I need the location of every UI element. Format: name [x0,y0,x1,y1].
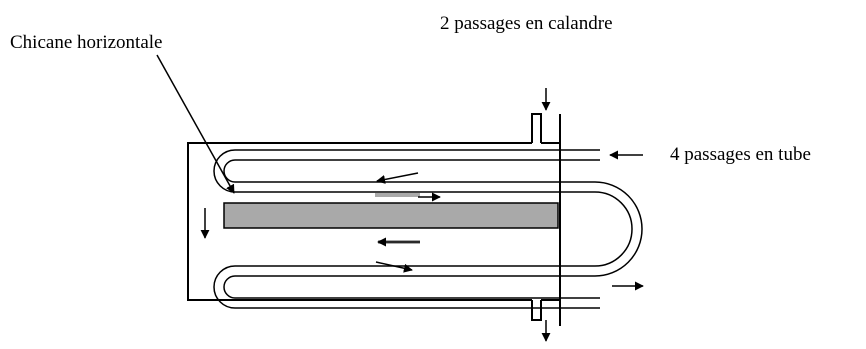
label-chicane-horizontale: Chicane horizontale [10,32,163,53]
tube-pass-3-4-inner [223,181,643,299]
shell-flow-arrow-upper-left [376,172,419,184]
tube-bundle [213,149,643,309]
tube-flow-indicator-upper [375,193,420,197]
shell-inlet-nozzle [531,113,542,143]
shell-body [187,142,532,301]
tube-pass-2-3-outer [213,191,633,309]
horizontal-baffle [223,202,559,229]
label-2-passages-calandre: 2 passages en calandre [440,13,613,34]
baffle-pointer-arrow [156,54,235,194]
shell-flow-arrow-lower-right [375,261,413,273]
tube-pass-1-2-inner [223,159,600,183]
shell-outlet-nozzle [531,300,542,321]
tube-pass-1-2-outer [213,149,600,193]
label-4-passages-tube: 4 passages en tube [670,144,811,165]
